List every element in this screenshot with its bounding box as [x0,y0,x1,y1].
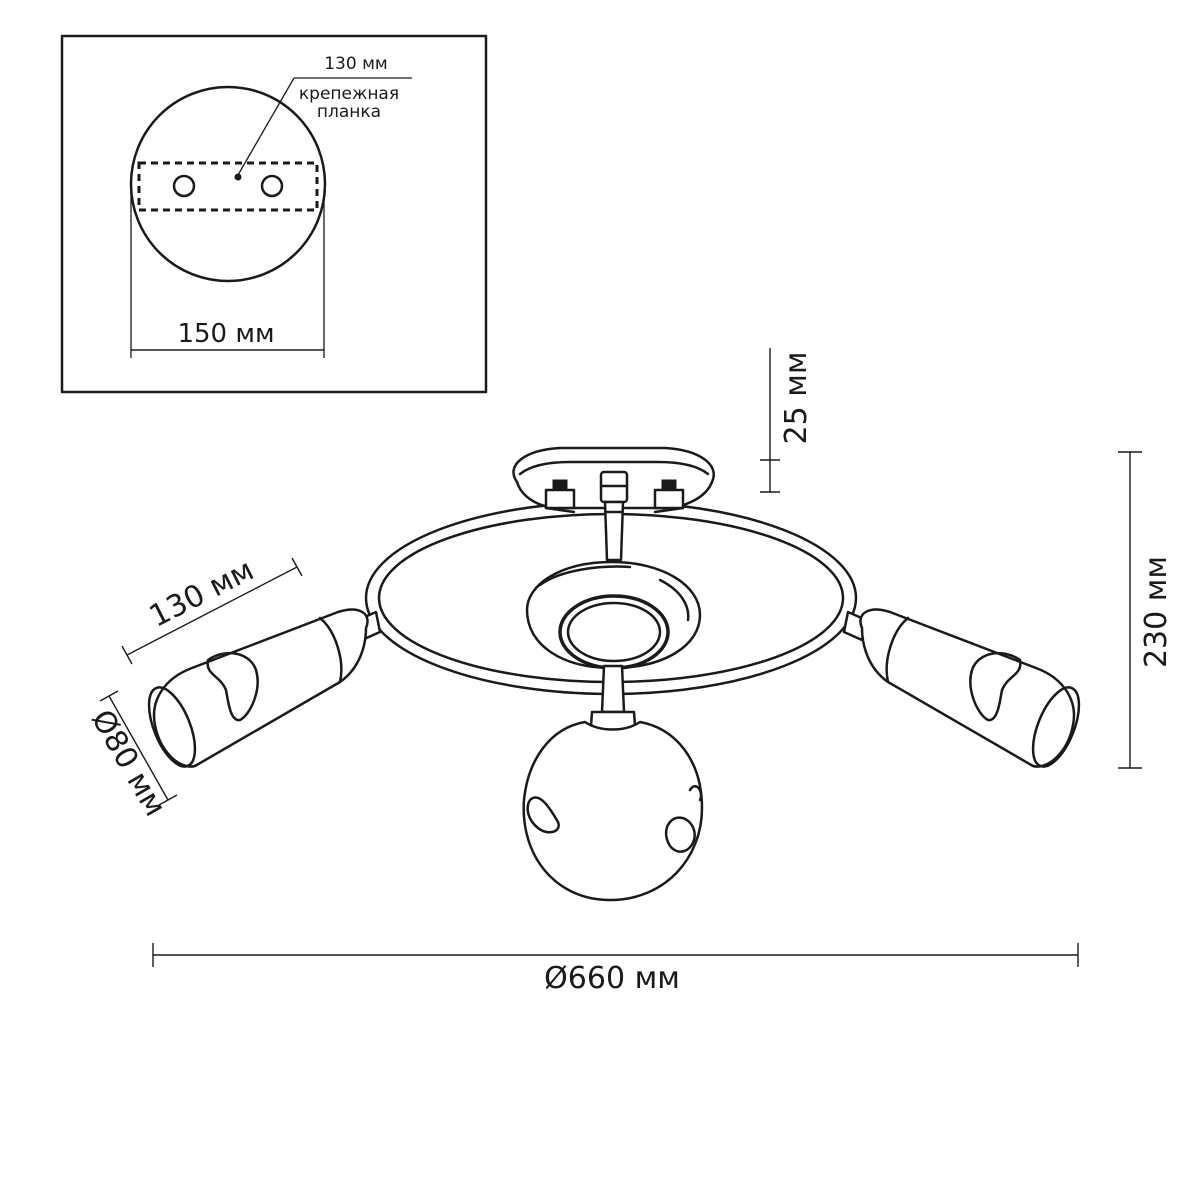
right-shade-cutout [969,652,1022,722]
base-diameter-label: 150 мм [177,319,274,349]
shade-length-label: 130 мм [144,553,260,635]
lower-stem [600,664,626,714]
leader-line [237,77,295,176]
front-shade-cutout-1 [526,796,560,834]
base-height-label: 25 мм [779,352,814,445]
mounting-hole-left [172,174,196,198]
right-shade [859,608,1081,768]
base-plate-circle [129,85,327,283]
shade-diameter-line [108,695,169,801]
left-shade-collar [318,616,343,684]
plate-size-label: 130 мм [324,54,388,74]
lamp-body [147,446,1081,902]
plate-caption-line1: крепежная [299,84,399,104]
mounting-bar-outline [137,161,319,212]
left-shade-mouth [147,686,197,768]
inset-frame [60,34,488,394]
mounting-hole-right [260,174,284,198]
front-shade [522,720,704,902]
canopy-top-edge [518,460,710,476]
total-diameter-label: Ø660 мм [544,961,680,996]
stem-rod [603,500,625,562]
shade-length-line [126,566,298,656]
right-shade-mouth [1031,686,1081,768]
left-shade-cutout [206,652,259,722]
hub-highlight [538,565,690,622]
total-height-label: 230 мм [1139,556,1174,668]
front-shade-cutout-2 [664,816,696,853]
right-shade-collar [885,616,910,684]
plate-caption-line2: планка [317,102,381,122]
front-shade-cutout-3 [688,784,703,802]
hub-rim-inner [566,601,662,663]
inset-panel: 130 мм крепежная планка 150 мм [60,34,488,394]
left-shade [147,608,369,768]
screw-left [544,479,576,514]
screw-right [653,479,685,514]
